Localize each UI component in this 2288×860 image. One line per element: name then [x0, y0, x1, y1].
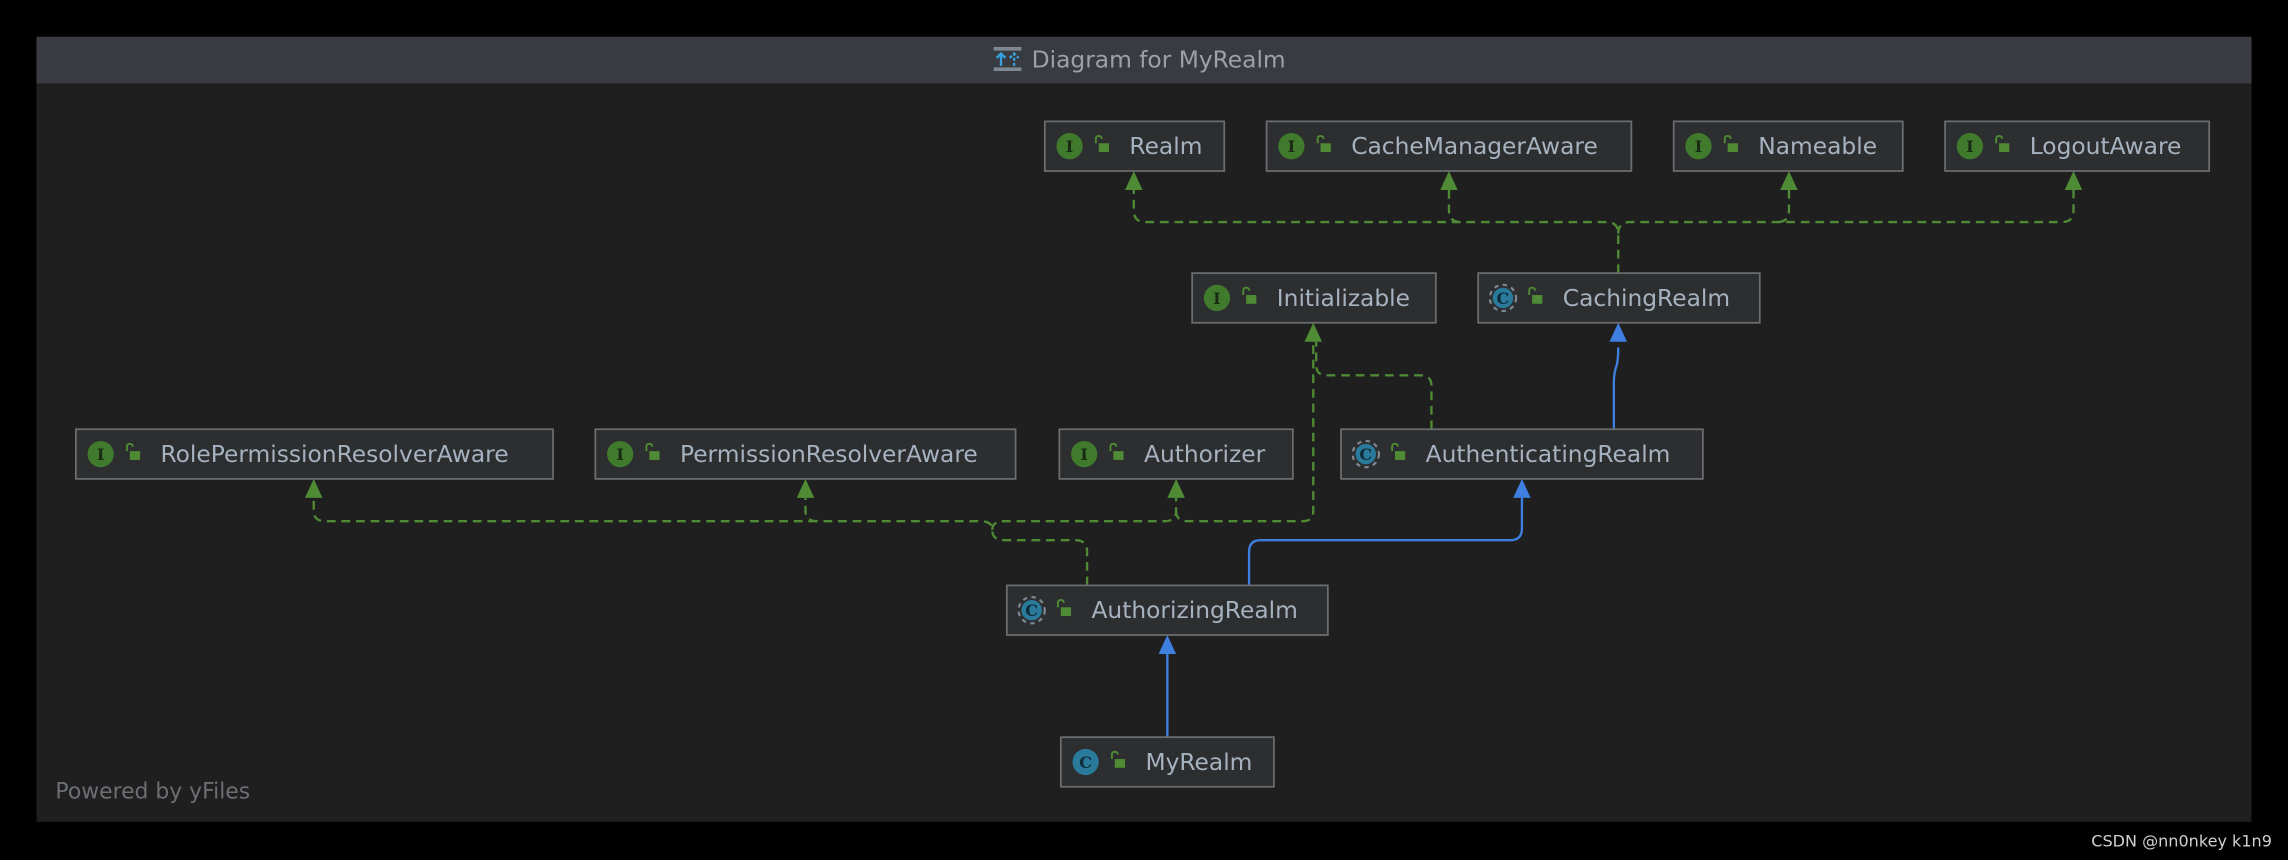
node-label: MyRealm	[1145, 748, 1252, 776]
interface-icon: I	[1056, 133, 1083, 160]
badge-letter: I	[1066, 137, 1074, 156]
badge-letter: I	[1288, 137, 1296, 156]
node-cache-manager-aware[interactable]: I CacheManagerAware	[1265, 120, 1633, 172]
node-logout-aware[interactable]: I LogoutAware	[1944, 120, 2211, 172]
node-label: Realm	[1129, 132, 1202, 160]
node-label: AuthorizingRealm	[1091, 596, 1297, 624]
watermark: CSDN @nn0nkey k1n9	[2091, 832, 2272, 851]
public-lock-icon	[126, 442, 141, 460]
node-authorizer[interactable]: I Authorizer	[1058, 428, 1294, 480]
badge-letter: C	[1025, 601, 1038, 620]
node-permission-resolver-aware[interactable]: I PermissionResolverAware	[594, 428, 1017, 480]
public-lock-icon	[1094, 135, 1109, 153]
class-icon: C	[1488, 283, 1518, 313]
arrowhead-nameable	[1780, 170, 1798, 190]
node-label: RolePermissionResolverAware	[161, 440, 509, 468]
edge-authorizing-interfaces	[312, 341, 1315, 586]
node-label: AuthenticatingRealm	[1426, 440, 1671, 468]
interface-icon: I	[1278, 133, 1305, 160]
public-lock-icon	[1723, 135, 1738, 153]
class-icon: C	[1017, 595, 1046, 625]
node-label: LogoutAware	[2030, 132, 2182, 160]
arrowhead-cachemanageraware	[1440, 170, 1458, 190]
diagram-hierarchy-icon	[993, 46, 1022, 72]
interface-icon: I	[1203, 284, 1231, 312]
edge-authenticating-cachingrealm	[1612, 347, 1620, 430]
public-lock-icon	[1056, 599, 1072, 617]
badge-letter: I	[1695, 137, 1703, 156]
node-my-realm[interactable]: C MyRealm	[1059, 736, 1275, 788]
public-lock-icon	[645, 442, 660, 460]
badge-letter: I	[616, 445, 624, 464]
node-initializable[interactable]: I Initializable	[1191, 272, 1437, 324]
public-lock-icon	[1316, 135, 1331, 153]
badge-letter: I	[1966, 137, 1974, 156]
edges	[304, 170, 2083, 738]
node-role-permission-resolver-aware[interactable]: I RolePermissionResolverAware	[75, 428, 554, 480]
public-lock-icon	[1242, 286, 1257, 304]
interface-icon: I	[87, 440, 114, 468]
node-authenticating-realm[interactable]: C AuthenticatingRealm	[1340, 428, 1704, 480]
arrowhead-cachingrealm	[1609, 322, 1627, 342]
window-title: Diagram for MyRealm	[1032, 45, 1286, 73]
arrowhead-rolepermissionresolveraware	[304, 478, 323, 498]
public-lock-icon	[1528, 286, 1543, 304]
arrowhead-permissionresolveraware	[796, 478, 815, 498]
node-authorizing-realm[interactable]: C AuthorizingRealm	[1005, 584, 1329, 636]
arrowhead-logoutaware	[2064, 170, 2083, 190]
node-label: Authorizer	[1144, 440, 1266, 468]
node-realm[interactable]: I Realm	[1043, 120, 1226, 172]
node-label: CachingRealm	[1563, 284, 1730, 312]
arrowhead-authorizer	[1167, 478, 1185, 498]
edge-authorizing-authenticating	[1247, 497, 1524, 586]
arrowhead-initializable	[1304, 322, 1323, 342]
badge-letter: C	[1359, 445, 1372, 464]
class-icon: C	[1351, 439, 1381, 469]
interface-icon: I	[1685, 133, 1712, 160]
powered-by-footer: Powered by yFiles	[55, 779, 250, 804]
public-lock-icon	[1995, 135, 2010, 153]
public-lock-icon	[1109, 442, 1124, 460]
node-label: Nameable	[1758, 132, 1877, 160]
node-label: Initializable	[1277, 284, 1410, 312]
node-nameable[interactable]: I Nameable	[1672, 120, 1904, 172]
node-caching-realm[interactable]: C CachingRealm	[1477, 272, 1761, 324]
badge-letter: I	[97, 445, 105, 464]
title-bar: Diagram for MyRealm	[36, 36, 2252, 84]
edge-authenticating-initializable	[1315, 341, 1433, 430]
arrowhead-authenticatingrealm	[1513, 478, 1531, 498]
node-label: CacheManagerAware	[1351, 132, 1598, 160]
public-lock-icon	[1110, 750, 1126, 768]
node-label: PermissionResolverAware	[680, 440, 978, 468]
interface-icon: I	[607, 440, 634, 468]
class-icon: C	[1072, 748, 1099, 776]
badge-letter: C	[1497, 289, 1510, 308]
badge-letter: I	[1213, 289, 1221, 308]
public-lock-icon	[1391, 442, 1406, 460]
badge-letter: C	[1079, 753, 1092, 772]
arrowhead-authorizingrealm	[1158, 635, 1177, 654]
interface-icon: I	[1071, 440, 1098, 468]
interface-icon: I	[1956, 133, 1984, 160]
arrowhead-realm	[1125, 170, 1143, 190]
badge-letter: I	[1080, 445, 1088, 464]
